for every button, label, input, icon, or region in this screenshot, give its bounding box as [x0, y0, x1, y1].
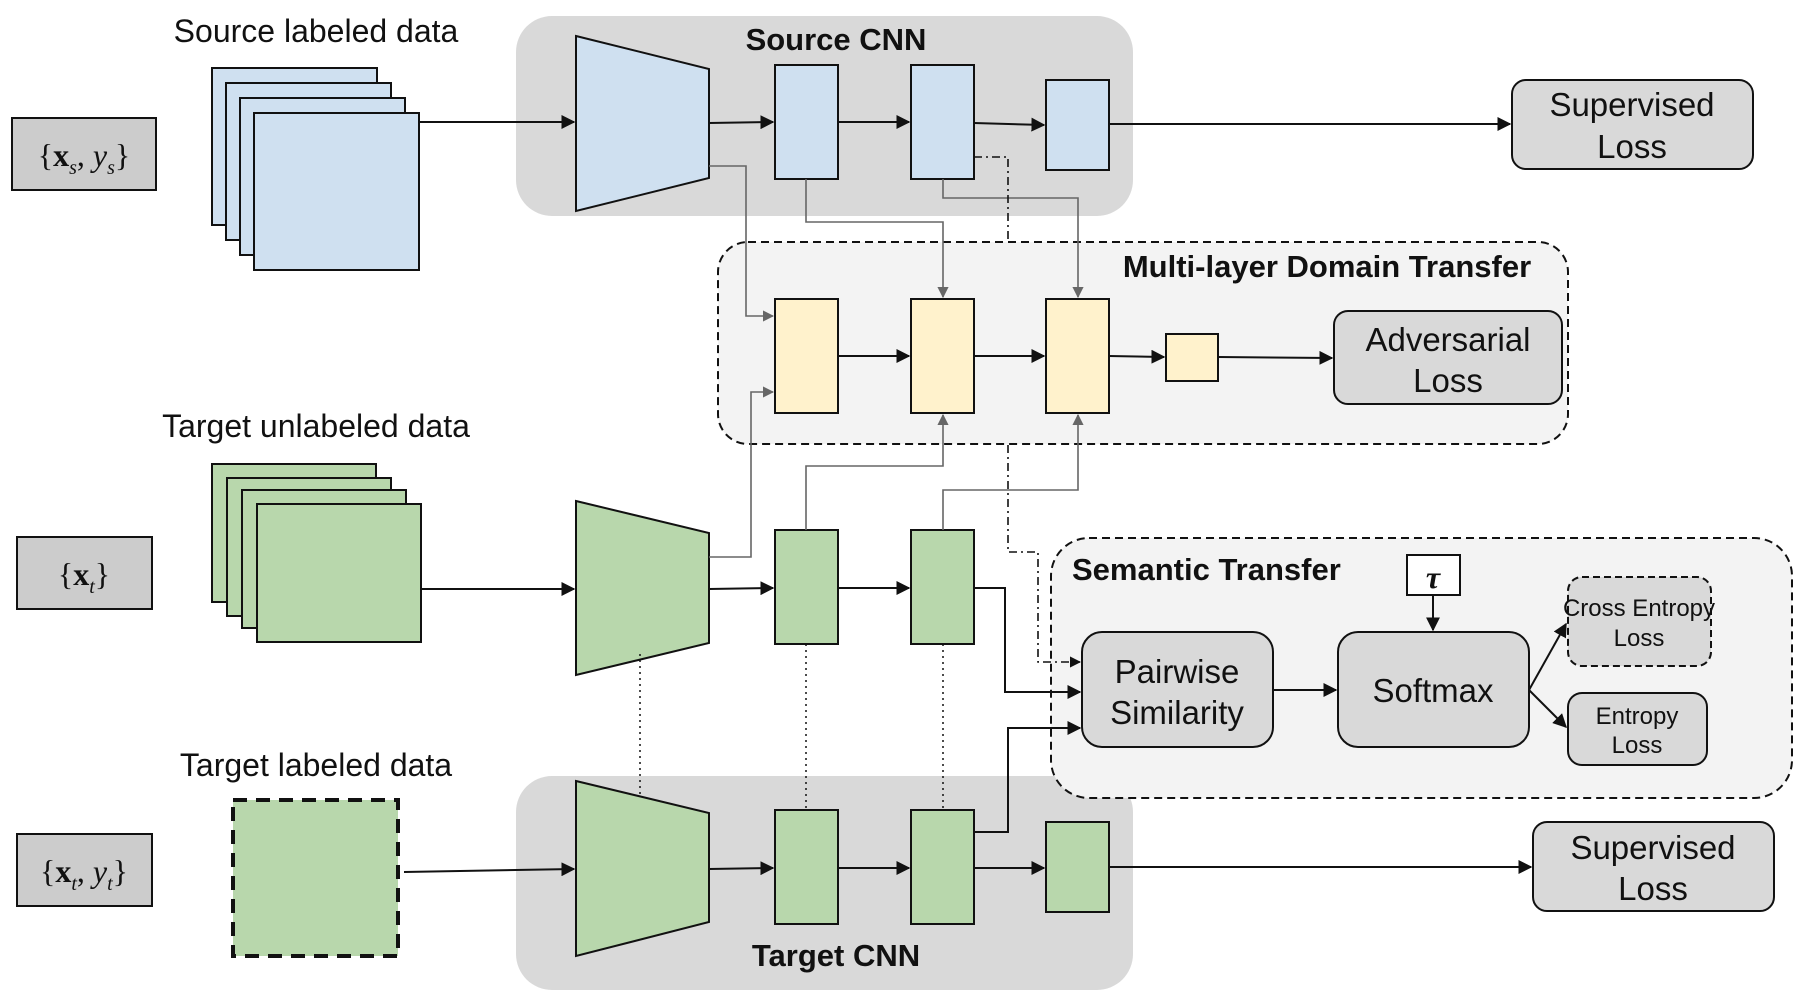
source-image-stack	[211, 67, 420, 271]
adversarial-loss: Adversarial Loss	[1333, 310, 1563, 405]
svg-text:Similarity: Similarity	[1110, 694, 1244, 731]
svg-text:Loss: Loss	[1618, 870, 1688, 907]
target-labeled-input-box: {xt, yt}	[16, 833, 153, 907]
source-input-box: {xs, ys}	[11, 117, 157, 191]
svg-text:Supervised: Supervised	[1549, 86, 1714, 123]
discriminator-layers	[774, 298, 1219, 414]
svg-text:Loss: Loss	[1612, 732, 1663, 759]
svg-text:Loss: Loss	[1614, 625, 1665, 652]
svg-text:{xs, ys}: {xs, ys}	[38, 137, 131, 179]
target-unlabeled-input-box: {xt}	[16, 536, 153, 610]
target-lab-fc-3	[1045, 821, 1110, 913]
target-unl-fc-1	[774, 529, 839, 645]
svg-text:Pairwise: Pairwise	[1115, 653, 1240, 690]
supervised-loss-bottom: Supervised Loss	[1532, 821, 1775, 912]
svg-text:{xt}: {xt}	[58, 556, 110, 598]
softmax-module: Softmax	[1337, 631, 1530, 748]
svg-text:Cross Entropy: Cross Entropy	[1563, 595, 1715, 622]
source-fc-3	[1045, 79, 1110, 171]
disc-layer-3	[1045, 298, 1110, 414]
target-lab-fc-1	[774, 809, 839, 925]
svg-text:Entropy: Entropy	[1596, 703, 1679, 730]
feature-tap-arrows	[709, 165, 1084, 558]
main-flow-arrows	[403, 115, 1567, 877]
target-unlabeled-data-label: Target unlabeled data	[162, 408, 470, 444]
target-unlabeled-layers	[575, 499, 975, 677]
target-unl-fc-2	[910, 529, 975, 645]
svg-text:Adversarial: Adversarial	[1365, 321, 1530, 358]
svg-text:Loss: Loss	[1413, 362, 1483, 399]
target-unlabeled-image-stack	[211, 463, 422, 643]
target-labeled-layers	[575, 779, 1110, 958]
cross-entropy-loss: Cross Entropy Loss	[1563, 576, 1715, 667]
semantic-transfer-title: Semantic Transfer	[1072, 552, 1341, 587]
svg-text:Loss: Loss	[1597, 128, 1667, 165]
target-cnn-title: Target CNN	[752, 938, 920, 973]
source-data-label: Source labeled data	[174, 13, 459, 49]
supervised-loss-top: Supervised Loss	[1511, 79, 1754, 170]
target-labeled-data-label: Target labeled data	[180, 747, 452, 783]
entropy-loss: Entropy Loss	[1567, 692, 1708, 766]
weight-sharing-lines	[639, 644, 944, 810]
target-lab-conv-trapezoid	[575, 779, 710, 958]
temperature-box: τ	[1406, 554, 1461, 596]
svg-text:Supervised: Supervised	[1570, 829, 1735, 866]
disc-layer-2	[910, 298, 975, 414]
disc-layer-1	[774, 298, 839, 414]
source-conv-trapezoid	[575, 34, 710, 213]
target-lab-fc-2	[910, 809, 975, 925]
source-fc-1	[774, 64, 839, 180]
target-labeled-image	[231, 798, 400, 958]
source-cnn-title: Source CNN	[746, 22, 927, 57]
source-fc-2	[910, 64, 975, 180]
domain-transfer-title: Multi-layer Domain Transfer	[1123, 249, 1531, 284]
svg-text:Softmax: Softmax	[1372, 672, 1494, 709]
dashdot-connectors	[974, 156, 1082, 668]
pairwise-similarity-module: Pairwise Similarity	[1081, 631, 1274, 748]
svg-text:τ: τ	[1426, 559, 1442, 595]
svg-text:{xt, yt}: {xt, yt}	[40, 853, 128, 895]
target-unl-conv-trapezoid	[575, 499, 710, 677]
disc-layer-4	[1165, 333, 1219, 382]
source-cnn-layers	[575, 34, 1110, 213]
